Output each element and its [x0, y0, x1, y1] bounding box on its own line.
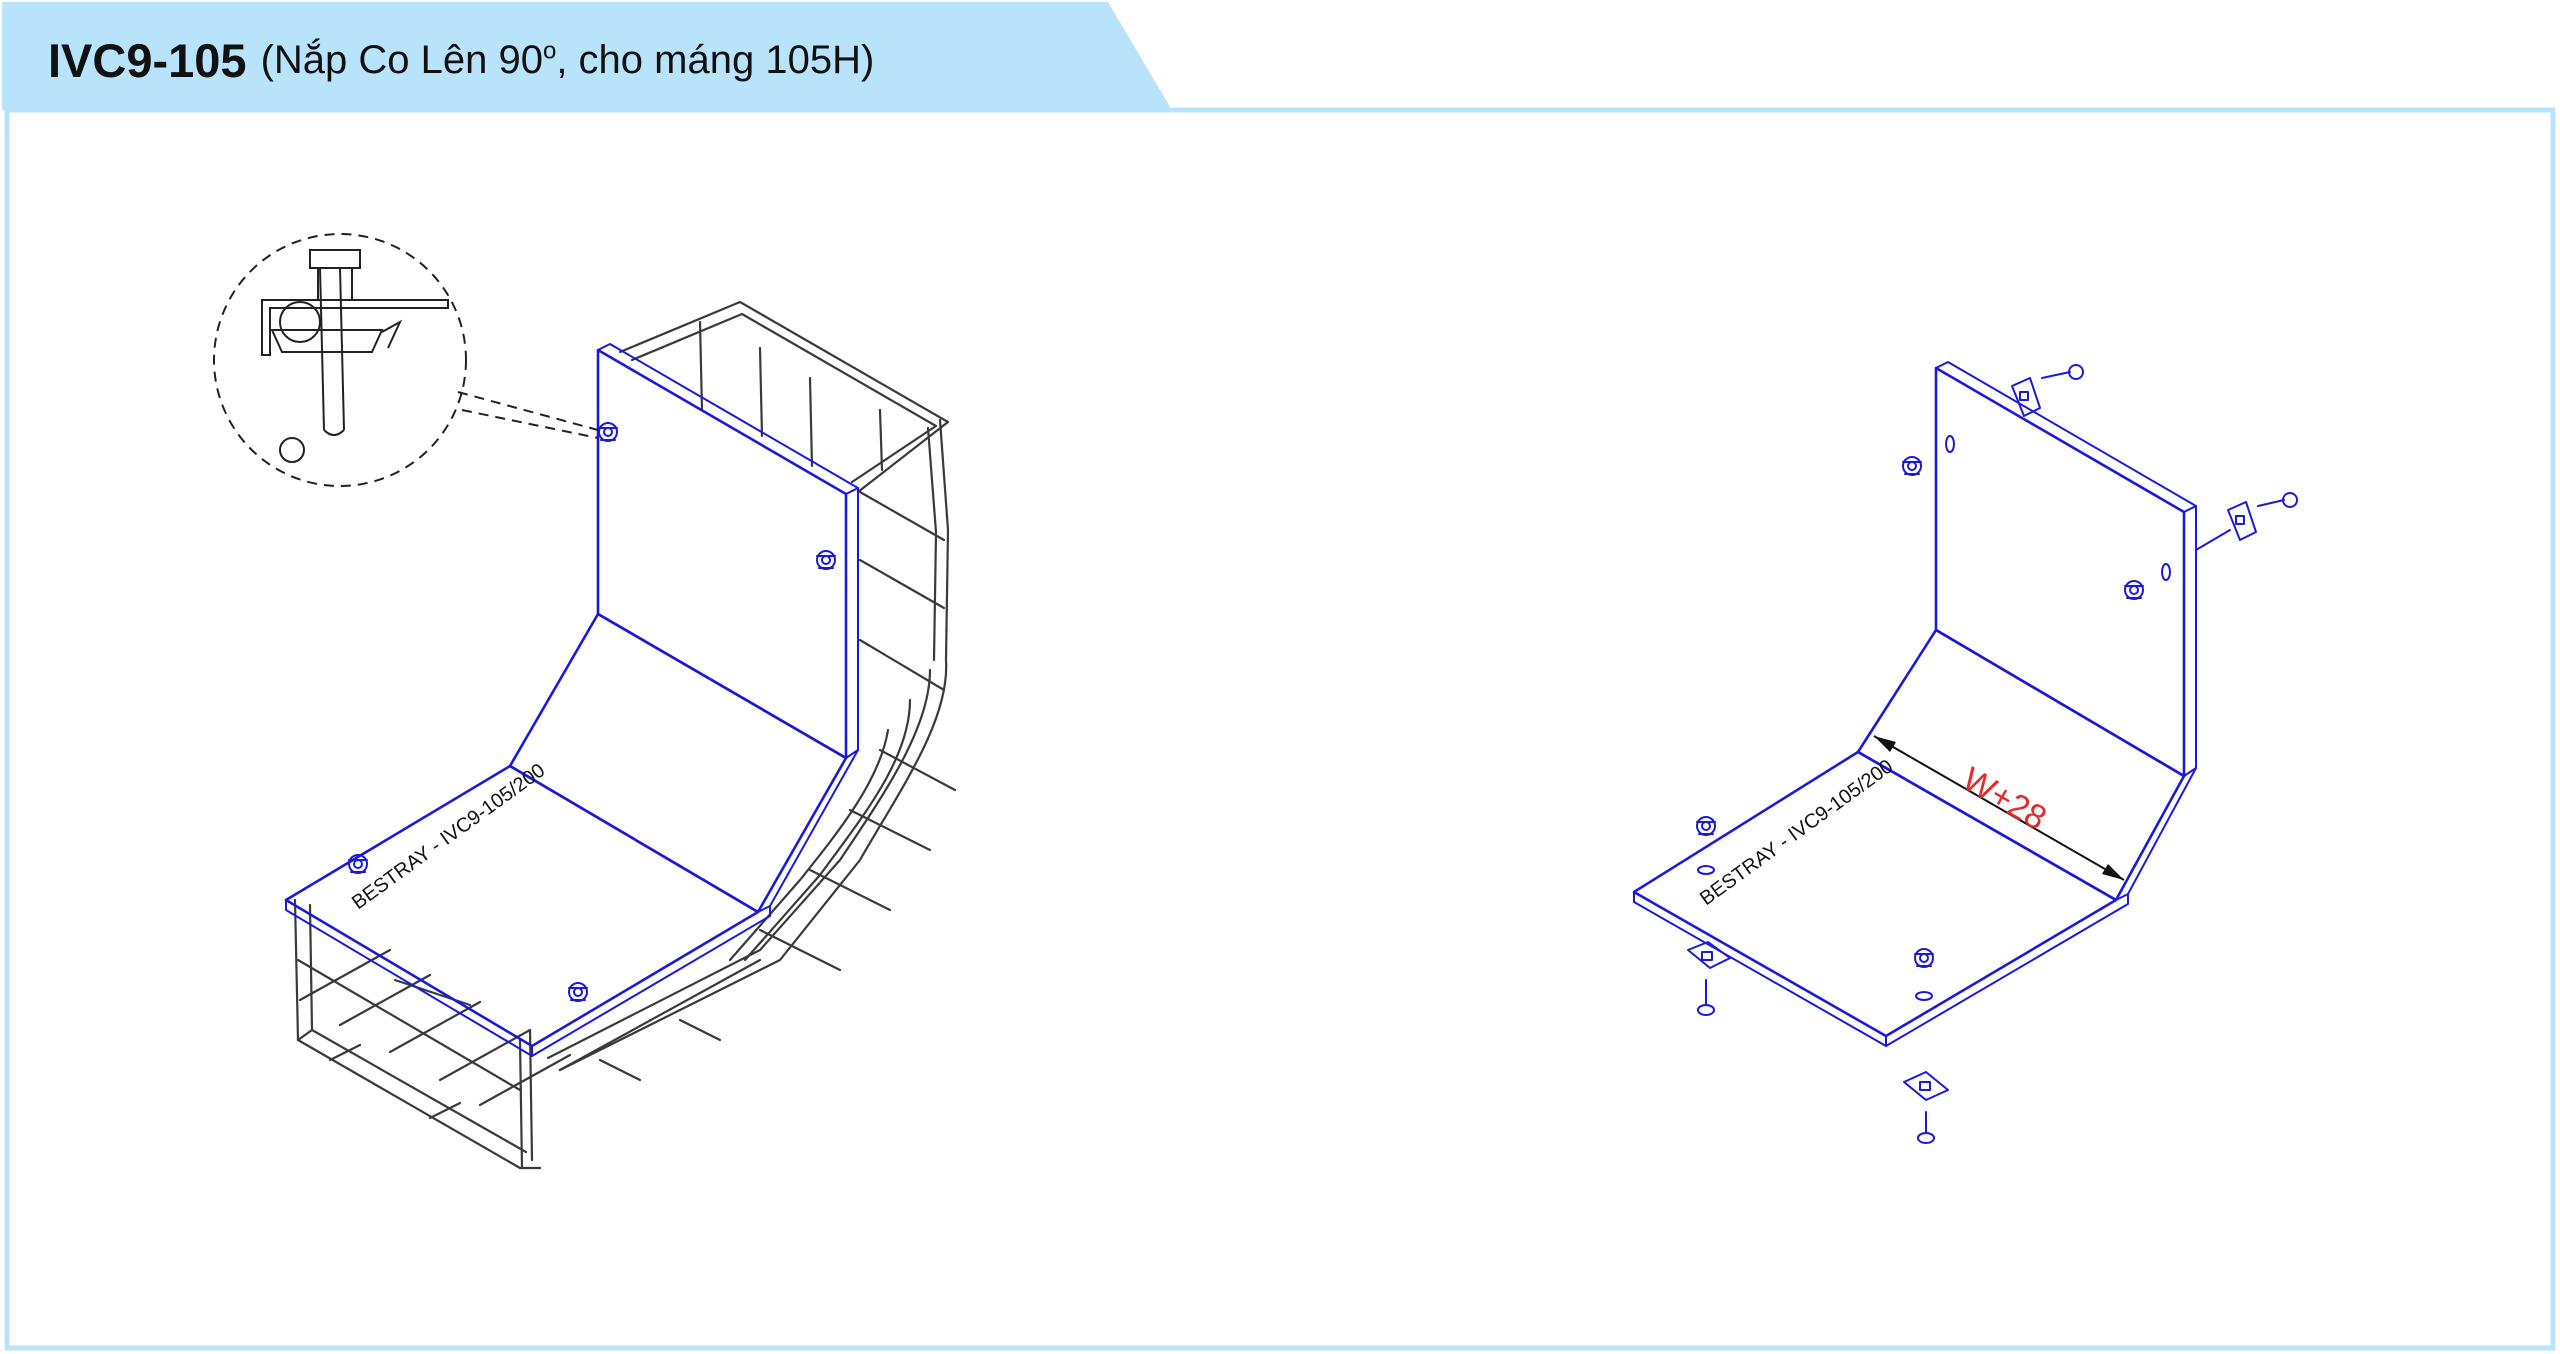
degree-mark: o [542, 37, 557, 65]
width-dimension: W+28 [1873, 735, 2125, 881]
clip-icon [2011, 377, 2041, 417]
nut-icon [1914, 948, 1934, 968]
bolt-icon [598, 422, 618, 442]
cover-dimension-drawing: W+28 [1632, 361, 2298, 1144]
nut-icon [1902, 456, 1922, 476]
bolt-icon [816, 550, 836, 570]
cover-stamp-text: BESTRAY - IVC9-105/200 [1696, 755, 1897, 910]
description-prefix: (Nắp Co Lên 90 [260, 37, 543, 82]
product-description: (Nắp Co Lên 90o, cho máng 105H) [261, 38, 875, 83]
clip-icon [1903, 1071, 1949, 1101]
bolt-icon [348, 854, 368, 874]
screw-icon [1917, 1111, 1935, 1144]
panel-border [4, 107, 2556, 1351]
nut-icon [2124, 580, 2144, 600]
dimension-label: W+28 [1956, 760, 2053, 838]
cover-stamp-text: BESTRAY - IVC9-105/200 [348, 759, 549, 914]
nut-icon [1696, 816, 1716, 836]
clip-icon [2227, 501, 2257, 541]
screw-icon [2257, 492, 2298, 508]
bolt-icon [568, 982, 588, 1002]
product-code: IVC9-105 [48, 33, 247, 87]
screw-icon [2041, 364, 2084, 380]
wire-basket [293, 300, 957, 1170]
screw-icon [1697, 979, 1715, 1016]
header-tab [2, 2, 1172, 110]
page-title: IVC9-105 (Nắp Co Lên 90o, cho máng 105H) [48, 30, 874, 90]
clip-icon [1687, 941, 1731, 969]
bolt-detail-callout [213, 233, 599, 487]
cover-plate: BESTRAY - IVC9-105/200 [284, 343, 859, 1057]
wire-tray-drawing: BESTRAY - IVC9-105/200 [213, 233, 957, 1170]
description-suffix: , cho máng 105H) [556, 37, 875, 82]
